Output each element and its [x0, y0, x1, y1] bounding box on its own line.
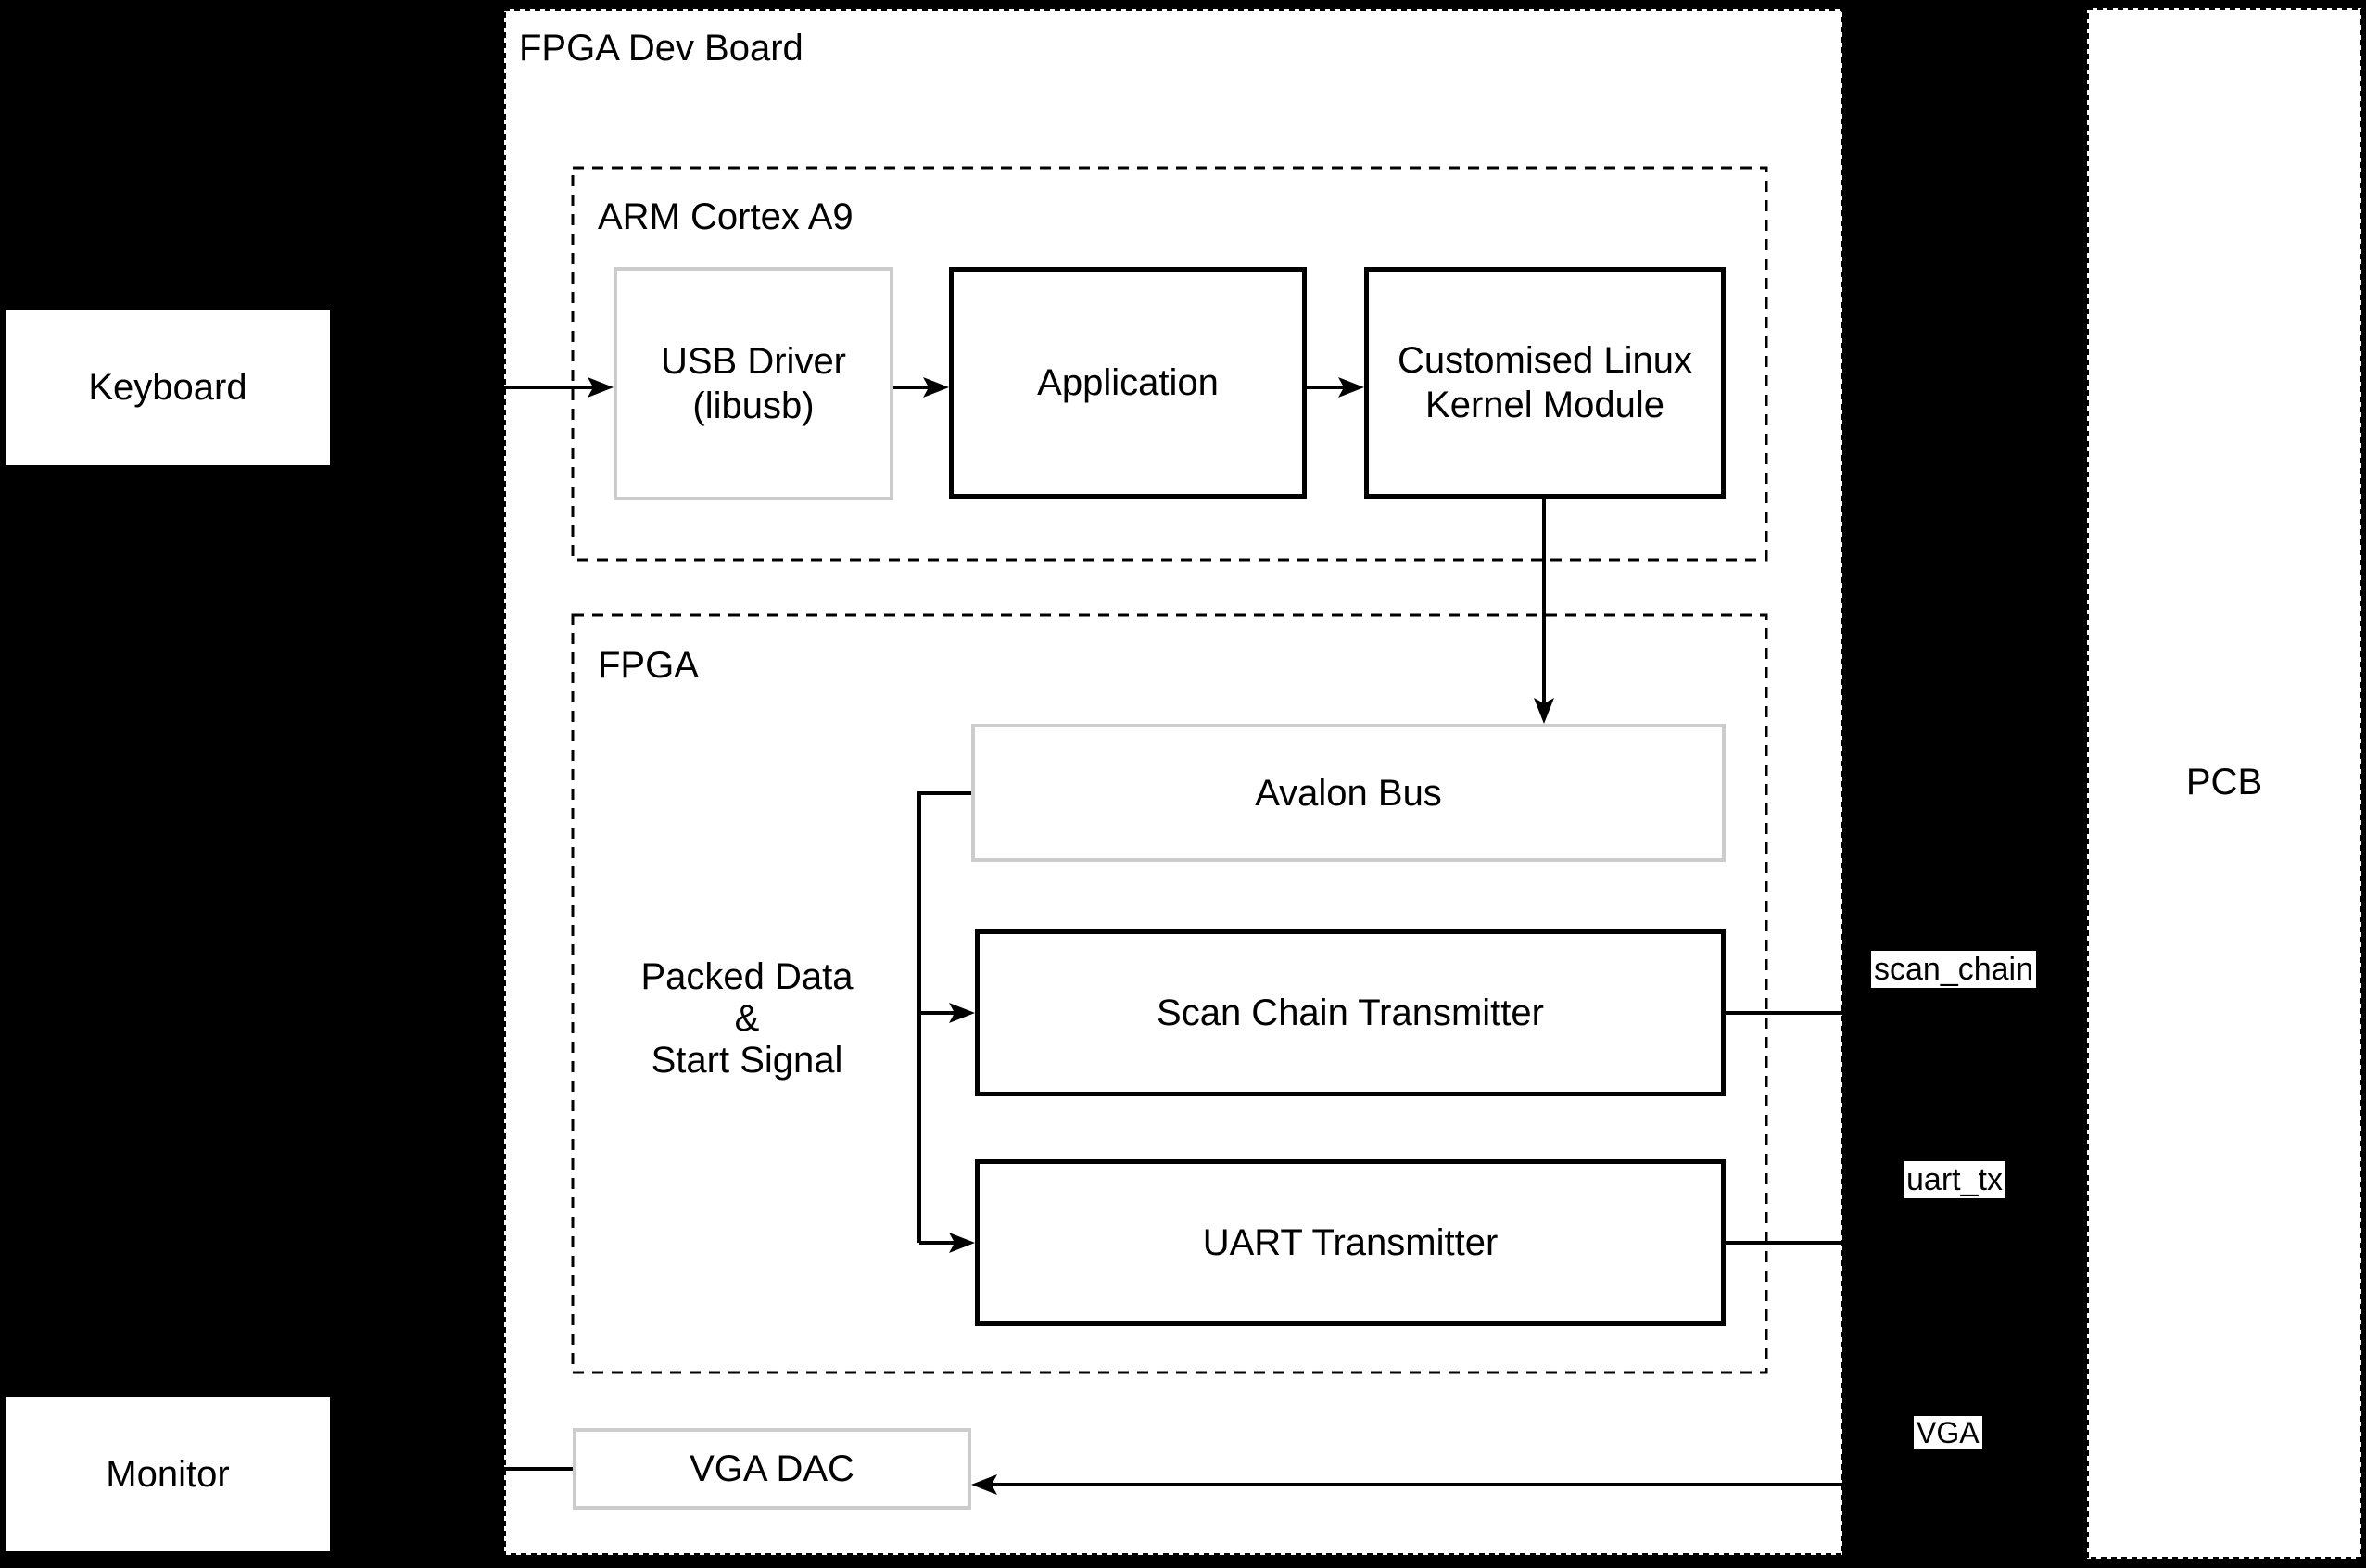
- pcb-title: PCB: [2185, 762, 2263, 803]
- avalon-branch-trunk-line: [917, 791, 971, 1243]
- application-to-kernel-arrowhead: [1338, 377, 1364, 398]
- scan-chain-transmitter-box: Scan Chain Transmitter: [975, 929, 1726, 1096]
- trunk-to-uart-arrowhead: [949, 1233, 975, 1253]
- fpga-title: FPGA: [598, 645, 699, 686]
- pcb-container: [2085, 6, 2363, 1561]
- usb-driver-box: USB Driver (libusb): [614, 267, 893, 500]
- uart-tx-signal-label: uart_tx: [1904, 1161, 2005, 1198]
- avalon-bus-box: Avalon Bus: [971, 724, 1726, 862]
- vga-signal-label: VGA: [1914, 1416, 1982, 1449]
- arm-cortex-title: ARM Cortex A9: [598, 196, 854, 237]
- application-box: Application: [949, 267, 1307, 499]
- fpga-dev-board-title: FPGA Dev Board: [519, 28, 803, 69]
- uart-transmitter-box: UART Transmitter: [975, 1159, 1726, 1326]
- usb-to-application-arrowhead: [923, 377, 949, 398]
- keyboard-box: Keyboard: [2, 306, 334, 469]
- keyboard-to-usb-arrowhead: [588, 377, 614, 398]
- arm-cortex-container: [571, 166, 1768, 562]
- kernel-module-box: Customised Linux Kernel Module: [1364, 267, 1726, 499]
- scan-chain-signal-label: scan_chain: [1871, 951, 2037, 988]
- fpga-container: [571, 613, 1768, 1374]
- monitor-box: Monitor: [2, 1393, 334, 1555]
- vga-dac-box: VGA DAC: [573, 1428, 971, 1510]
- packed-data-annotation: Packed Data & Start Signal: [640, 956, 854, 1081]
- trunk-to-scan-arrowhead: [949, 1003, 975, 1023]
- vga-signal-arrowhead: [971, 1474, 997, 1495]
- kernel-to-avalon-arrowhead: [1534, 698, 1554, 724]
